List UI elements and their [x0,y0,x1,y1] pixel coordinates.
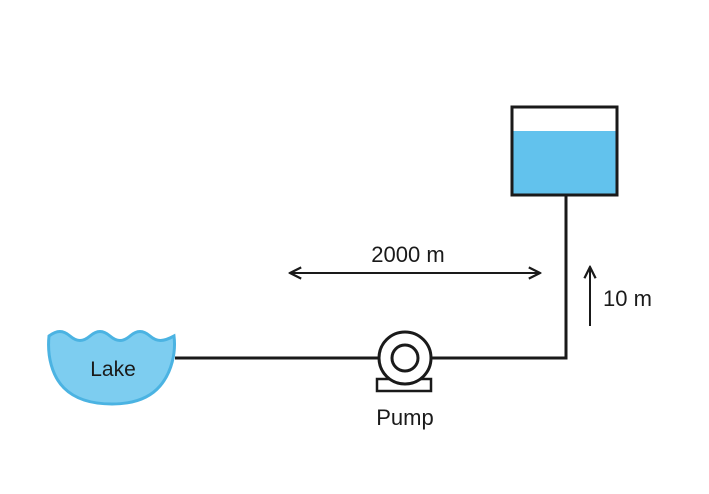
pipe-length-dimension: 2000 m [290,242,540,273]
tank-outline [510,105,619,197]
pump-impeller [390,343,420,373]
pipe-length-label: 2000 m [371,242,444,267]
lake-water-shape [47,330,176,406]
pipe [175,196,568,360]
pump-label: Pump [376,405,433,430]
elevation-dimension: 10 m [590,267,652,326]
tank-water [512,131,617,195]
elevation-label: 10 m [603,286,652,311]
lake: Lake [47,330,176,406]
pump: Pump [375,330,434,430]
elevated-tank [510,105,619,197]
lake-label: Lake [90,358,136,381]
